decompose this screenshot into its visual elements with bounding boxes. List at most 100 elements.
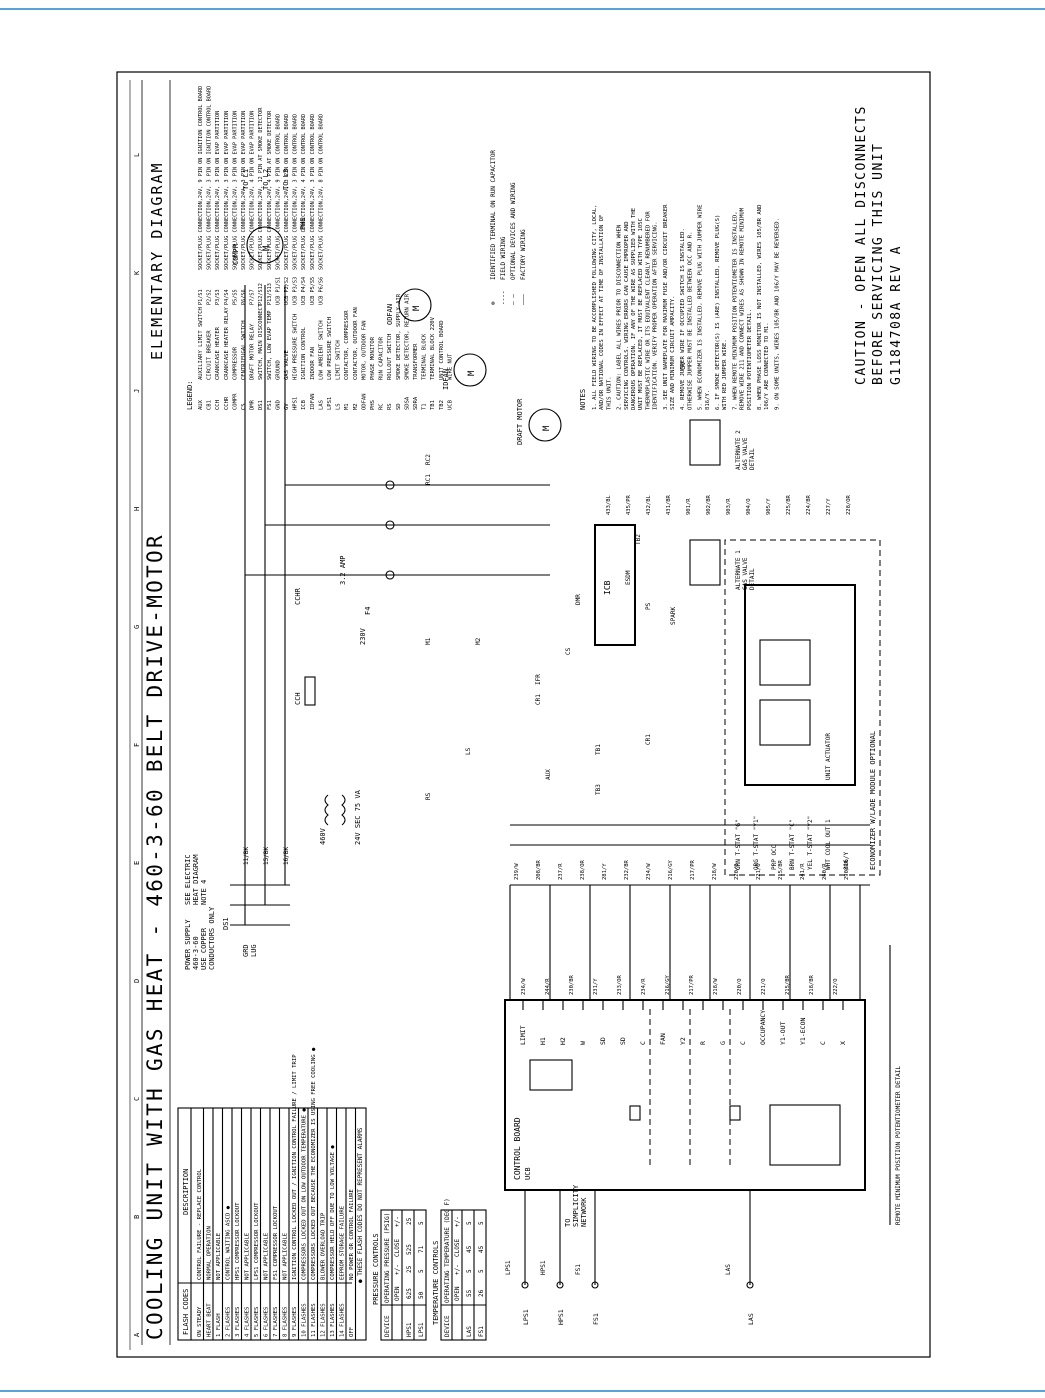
pressure-row-value: 71	[418, 1245, 425, 1253]
bottom-rule	[0, 1390, 1045, 1392]
ucb-terminal: W	[579, 1041, 587, 1045]
zone-letter: F	[133, 743, 141, 747]
wire-label: 435/PR	[626, 494, 632, 515]
legend-desc: MOTOR, OUTDOOR FAN	[361, 320, 367, 380]
note-line: SIZE AND MINIMUM CIRCUIT AMPACITY.	[670, 295, 676, 410]
gv1-text: DETAIL	[749, 568, 756, 590]
control-bus	[509, 824, 870, 1000]
legend-plug-id: P2/S2	[207, 289, 213, 305]
wire-label: 232/BR	[624, 859, 630, 880]
device-label: PS	[645, 602, 652, 610]
wire-label: 216/GY	[665, 974, 671, 995]
transformer: 460V 24V SEC 75 VA 230V F4 3.2 AMP	[319, 555, 372, 845]
ucb-relay	[629, 1105, 641, 1121]
ucb-terminal: H1	[539, 1037, 547, 1045]
compr-label: COMPR	[232, 243, 240, 265]
diagram-subtitle: ELEMENTARY DIAGRAM	[148, 161, 166, 360]
transformer-230: 230V	[359, 627, 367, 645]
ucb-terminal: G	[719, 1041, 727, 1045]
temp-row-value: 55	[466, 1289, 473, 1297]
diagram-title: COOLING UNIT WITH GAS HEAT - 460-3-60 BE…	[143, 533, 167, 1340]
wire-label: 234/W	[646, 863, 652, 880]
temp-sub: +/-	[454, 1216, 461, 1227]
pressure-row-value: 525	[406, 1244, 413, 1255]
flash-desc-cell: CONTROL WAITING ASCD ●	[226, 1205, 232, 1280]
ignition-control-board: ICB ALTERNATE 1 GAS VALVE DETAIL ALTERNA…	[594, 361, 756, 646]
flash-code-cell: 8 FLASHES	[283, 1307, 289, 1337]
caution-line-1: CAUTION - OPEN ALL DISCONNECTS	[854, 105, 869, 385]
legend-plug-desc: SOCKET/PLUG CONNECTION,24V, 8 PIN ON CON…	[318, 114, 324, 270]
legend-plug-desc: SOCKET/PLUG CONNECTION,24V, 3 PIN ON EVA…	[232, 111, 238, 270]
rotated-sheet: COOLING UNIT WITH GAS HEAT - 460-3-60 BE…	[133, 80, 904, 1345]
ucb-terminal: SD	[599, 1037, 607, 1045]
legend-desc: ROLLOUT SWITCH	[387, 334, 393, 380]
flash-desc-cell: LPS1 COMPRESSOR LOCKOUT	[254, 1202, 260, 1280]
pressure-sub-pm2: +/-	[394, 1216, 401, 1227]
device-label: SPARK	[670, 607, 677, 625]
note-line: 4. REMOVE JUMPER WIRE IF OCCUPIED SWITCH…	[680, 228, 686, 410]
wire-label: 220/O	[737, 978, 743, 995]
legend-desc: WIRE NUT	[447, 353, 453, 380]
device-label: HPS1	[540, 1260, 547, 1275]
to-simplicity-1: TO	[564, 1219, 572, 1227]
wire-label: 238/OR	[580, 859, 586, 880]
legend-abbrev: CCH	[215, 400, 221, 410]
temp-row-device: LAS	[466, 1326, 473, 1337]
temp-row-value: 26	[478, 1289, 485, 1297]
flash-desc-cell: NOT APPLICABLE	[264, 1232, 270, 1280]
pressure-sub-open: OPEN	[394, 1286, 401, 1301]
legend-abbrev: COMPR	[232, 393, 238, 410]
wire-label: 222/O	[833, 978, 839, 995]
flash-desc-cell: NO POWER OR CONTROL FAILURE	[349, 1188, 355, 1280]
flash-desc-cell: COMPRESSOR HELD OFF DUE TO LOW VOLTAGE ●	[330, 1145, 336, 1280]
note-line: POSITION POTENTIOMETER DETAIL.	[747, 309, 753, 410]
legend-plug-id: P6/S6	[241, 289, 247, 305]
wire-label: 218/W	[712, 863, 718, 880]
ucb-terminal: X	[839, 1041, 847, 1045]
zone-letter: C	[133, 1097, 141, 1101]
legend-abbrev: SDRA	[413, 396, 419, 410]
flash-desc-cell: COMPRESSORS LOCKED OUT BECAUSE THE ECONO…	[311, 1047, 317, 1280]
zone-letter: H	[133, 507, 141, 511]
pressure-row-device: LPS1	[418, 1322, 425, 1337]
wire-label: 904/O	[746, 498, 752, 515]
legend-plug-desc: SOCKET/PLUG CONNECTION,24V, 3 PIN ON EVA…	[241, 111, 247, 270]
heater-note: NOTE 4	[200, 880, 208, 905]
legend-abbrev: PHS	[370, 400, 376, 410]
ucb-relay	[729, 1105, 741, 1121]
flash-code-cell: 11 FLASHES	[311, 1303, 317, 1337]
flash-code-cell: HEART BEAT	[207, 1303, 213, 1337]
wire-label: 221/O	[756, 863, 762, 880]
gv2-text: ALTERNATE 2	[735, 430, 742, 470]
legend-desc: LOW PRESSURE SWITCH	[327, 317, 333, 380]
caution-block: CAUTION - OPEN ALL DISCONNECTS BEFORE SE…	[854, 105, 904, 385]
thermostat-terminal: 816/Y	[843, 852, 850, 870]
legend-abbrev: RS	[387, 403, 393, 410]
legend-desc: GAS VALVE	[284, 350, 290, 380]
wire-label: 902/BR	[706, 494, 712, 515]
legend-abbrev: LAS	[318, 400, 324, 410]
flash-code-header: FLASH CODES	[182, 1289, 190, 1335]
circuit-breaker-rating: 3.2 AMP	[339, 555, 347, 585]
legend-abbrev: CS	[241, 403, 247, 410]
legend-plug-desc: SOCKET/PLUG CONNECTION,24V, 3 PIN ON EVA…	[224, 111, 230, 270]
economizer-display	[759, 639, 811, 686]
flash-desc-cell: IGNITION CONTROL LOCKED OUT / IGNITION C…	[292, 1054, 298, 1280]
draft-motor-label: DRAFT MOTOR	[516, 398, 524, 445]
wire-label: 290/PR	[844, 859, 850, 880]
wire-label: 260/R	[822, 863, 828, 880]
wire-label: 215/BR	[778, 859, 784, 880]
flash-code-cell: 5 FLASHES	[254, 1307, 260, 1337]
flash-desc-cell: EEPROM STORAGE FAILURE	[340, 1205, 346, 1280]
legend-abbrev: ICB	[301, 399, 307, 410]
thermostat-terminal: BRN T-STAT "C"	[789, 819, 796, 870]
temperature-controls-table: TEMPERATURE CONTROLS DEVICE OPERATING TE…	[432, 1198, 487, 1341]
legend-desc: PHASE MONITOR	[370, 336, 376, 380]
legend-plug-id: UCB P6/S6	[318, 277, 324, 305]
legend-abbrev: FS1	[267, 400, 273, 410]
